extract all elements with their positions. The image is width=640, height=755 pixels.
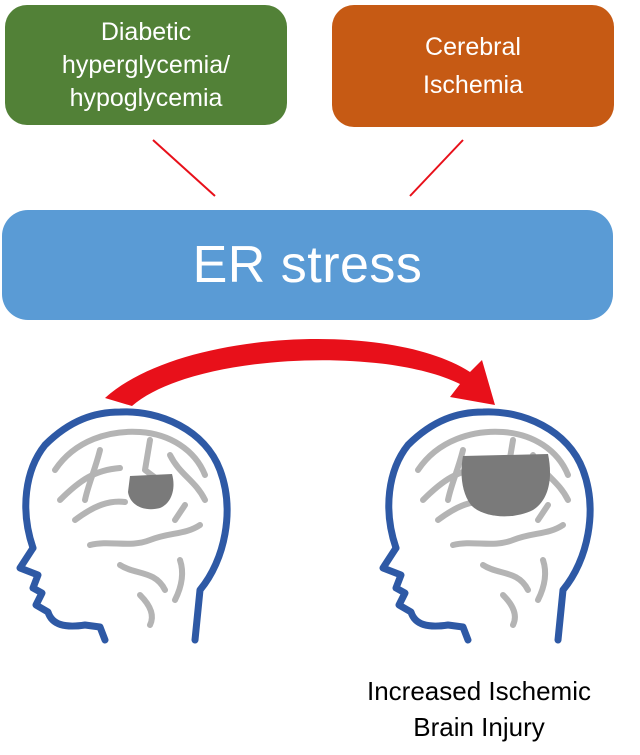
head-right: [383, 412, 590, 640]
diabetic-label-line2: hyperglycemia/: [61, 50, 231, 79]
lesion-large: [461, 454, 551, 517]
connector-diabetic: [152, 139, 216, 197]
head-left: [20, 412, 227, 640]
ischemia-box: Cerebral Ischemia: [332, 5, 614, 127]
diabetic-box: Diabetic hyperglycemia/ hypoglycemia: [5, 5, 287, 125]
er-stress-box: ER stress: [2, 210, 613, 320]
outcome-caption-line2: Brain Injury: [413, 712, 545, 742]
ischemia-label-line2: Ischemia: [422, 71, 524, 99]
ischemia-label-line1: Cerebral: [425, 33, 521, 61]
outcome-caption-line1: Increased Ischemic: [367, 676, 591, 706]
diabetic-label-line1: Diabetic: [100, 17, 192, 46]
diabetic-label-line3: hypoglycemia: [69, 83, 223, 112]
er-stress-label: ER stress: [192, 236, 423, 294]
outcome-caption: Increased Ischemic Brain Injury: [318, 673, 640, 745]
progression-arrow: [105, 338, 495, 406]
lesion-small: [128, 474, 174, 510]
connector-ischemia: [409, 139, 464, 197]
